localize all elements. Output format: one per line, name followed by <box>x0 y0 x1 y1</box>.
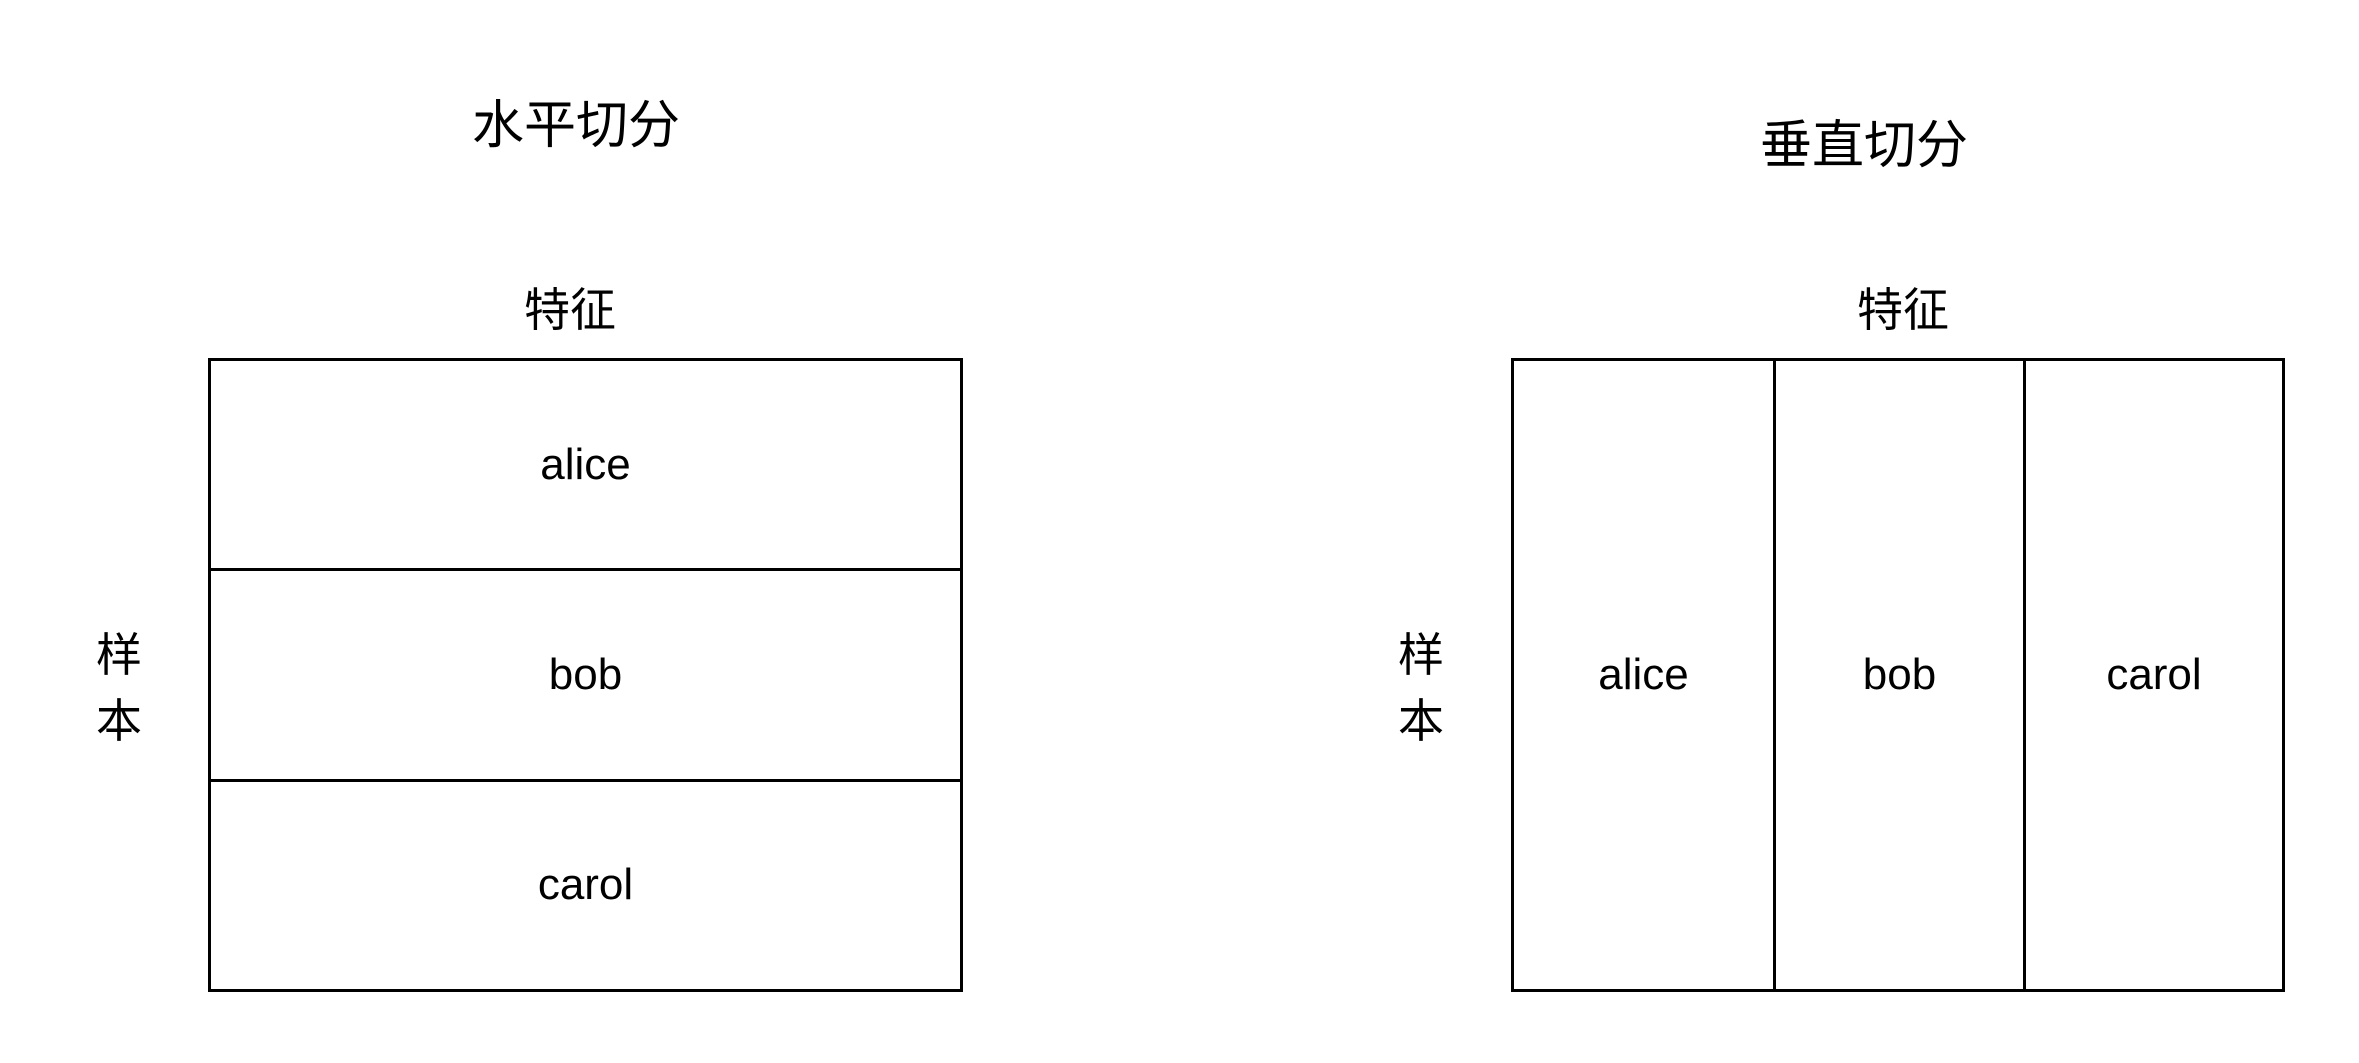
column-cell-alice: alice <box>1514 361 1776 989</box>
sample-label-char: 本 <box>96 694 142 748</box>
vertical-feature-label: 特征 <box>1857 283 1949 337</box>
vertical-sample-label: 样 本 <box>1398 632 1444 744</box>
sample-label-char: 本 <box>1398 694 1444 748</box>
horizontal-feature-label: 特征 <box>524 283 616 337</box>
sample-label-char: 样 <box>1398 628 1444 682</box>
column-cell-bob: bob <box>1776 361 2026 989</box>
row-cell-alice: alice <box>211 361 960 572</box>
row-cell-bob: bob <box>211 571 960 782</box>
column-cell-carol: carol <box>2106 650 2202 699</box>
horizontal-data-table: alice bob carol <box>208 358 963 992</box>
horizontal-title: 水平切分 <box>472 96 681 156</box>
vertical-title: 垂直切分 <box>1760 116 1969 176</box>
sample-label-char: 样 <box>96 628 142 682</box>
horizontal-sample-label: 样 本 <box>96 632 142 744</box>
row-cell-carol: carol <box>537 860 634 910</box>
vertical-data-table: alice bob carol <box>1511 358 2285 992</box>
